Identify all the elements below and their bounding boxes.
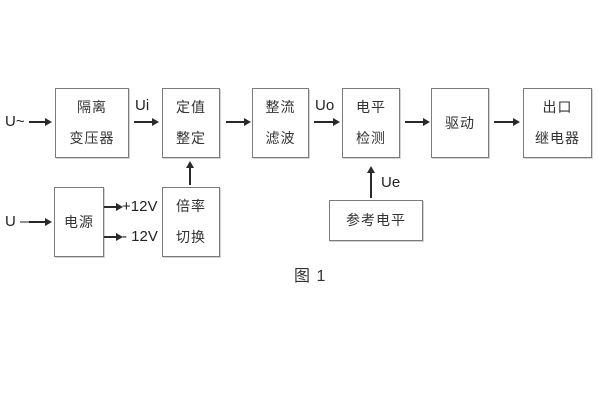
arrow-setting-to-rectifier xyxy=(226,121,244,123)
block-label: 出口 xyxy=(542,99,573,115)
arrow-input-dc xyxy=(29,221,45,223)
block-label: 检测 xyxy=(356,130,386,146)
label-minus12v: - 12V xyxy=(122,228,158,245)
label-input-ac: U~ xyxy=(5,113,25,130)
arrow-drive-to-relay xyxy=(494,121,513,123)
block-label: 定值 xyxy=(176,99,206,115)
block-isolation-transformer: 隔离 变压器 xyxy=(55,88,129,158)
block-label: 整定 xyxy=(176,130,206,146)
block-label: 变压器 xyxy=(69,130,115,146)
block-label: 隔离 xyxy=(77,99,107,115)
block-output-relay: 出口 继电器 xyxy=(523,88,592,158)
block-drive: 驱动 xyxy=(431,88,489,158)
arrow-minus12v xyxy=(104,236,116,238)
label-ue: Ue xyxy=(381,174,401,191)
block-ratio-switch: 倍率 切换 xyxy=(162,187,220,257)
arrow-input-ac xyxy=(29,121,45,123)
block-level-detect: 电平 检测 xyxy=(342,88,400,158)
label-plus12v: +12V xyxy=(122,198,158,215)
block-setting-adjust: 定值 整定 xyxy=(162,88,220,158)
block-label: 倍率 xyxy=(176,198,206,214)
arrow-ratio-to-setting xyxy=(189,168,191,185)
arrow-level-to-drive xyxy=(405,121,423,123)
arrow-uo xyxy=(314,121,333,123)
block-power-supply: 电源 xyxy=(54,187,104,257)
block-reference-level: 参考电平 xyxy=(329,200,423,241)
arrow-plus12v xyxy=(104,206,116,208)
block-label: 电源 xyxy=(64,213,94,230)
block-label: 整流 xyxy=(265,99,296,115)
block-label: 驱动 xyxy=(445,114,475,131)
label-input-dc: U — xyxy=(5,213,35,230)
block-label: 滤波 xyxy=(265,130,296,146)
label-ui: Ui xyxy=(135,97,150,114)
block-label: 电平 xyxy=(356,99,386,115)
block-label: 切换 xyxy=(176,229,206,245)
block-rectifier-filter: 整流 滤波 xyxy=(252,88,309,158)
block-label: 继电器 xyxy=(535,130,580,146)
block-label: 参考电平 xyxy=(346,212,406,228)
arrow-ue xyxy=(370,173,372,198)
arrow-ui xyxy=(134,121,152,123)
label-uo: Uo xyxy=(315,97,335,114)
figure-caption: 图 1 xyxy=(294,268,327,285)
